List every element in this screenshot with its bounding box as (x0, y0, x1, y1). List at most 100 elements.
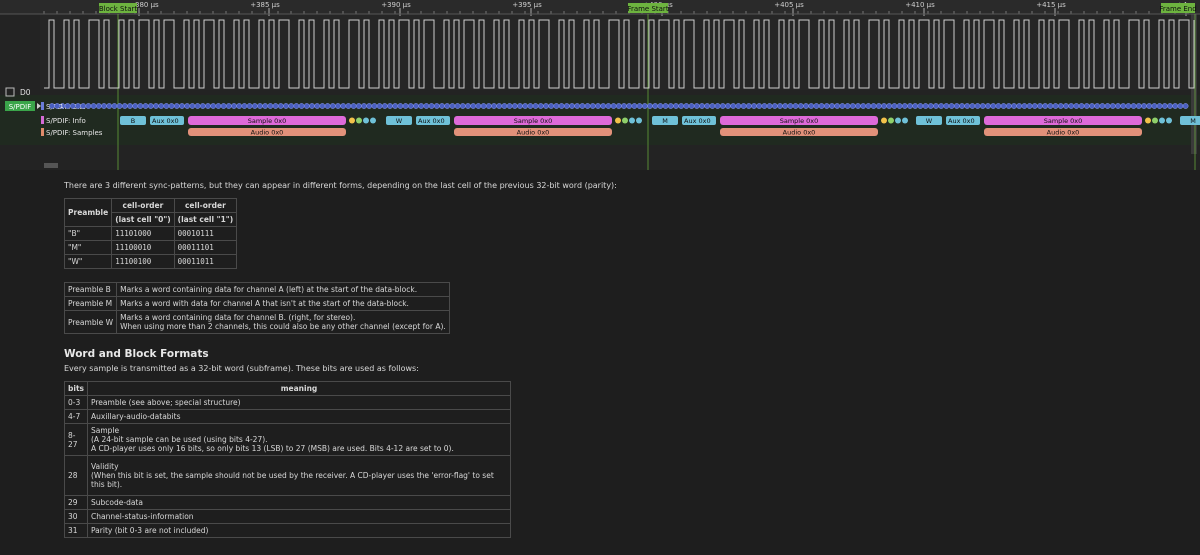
bit-cell (673, 103, 679, 109)
bit-cell (969, 103, 976, 109)
preamble-segment[interactable] (386, 116, 412, 125)
bit-cell (392, 103, 399, 109)
bit-cell (361, 103, 367, 109)
aux-segment[interactable] (682, 116, 716, 125)
bit-cell (543, 103, 549, 109)
bit-cell (725, 103, 731, 109)
audio-segment[interactable] (984, 128, 1142, 136)
bit-cell (220, 103, 227, 109)
bit-cell (600, 103, 607, 109)
bit-cell (1146, 103, 1153, 109)
bit-cell (439, 103, 445, 109)
bit-cell (199, 103, 206, 109)
bits-cell: 8-27 (64, 423, 88, 456)
sync-last0: 11101000 (111, 226, 175, 241)
bit-cell (272, 103, 279, 109)
sample-segment[interactable] (188, 116, 346, 125)
bit-cell (647, 103, 653, 109)
aux-segment[interactable] (946, 116, 980, 125)
bit-cell (1068, 103, 1075, 109)
sample-label: Sample 0x0 (248, 117, 287, 125)
bit-cell (1021, 103, 1028, 109)
bits-cell: 0-3 (64, 395, 88, 410)
sync-header-last0: (last cell "0") (111, 212, 175, 227)
flag-bit (629, 117, 635, 124)
preamble-description-table: Preamble B Marks a word containing data … (63, 282, 450, 334)
bit-cell (413, 103, 419, 109)
sample-segment[interactable] (984, 116, 1142, 125)
sync-header-preamble: Preamble (63, 198, 113, 227)
audio-label: Audio 0x0 (517, 129, 550, 137)
bit-cell (1037, 103, 1043, 109)
d0-signal-trace (44, 19, 1195, 89)
aux-segment[interactable] (150, 116, 184, 125)
preamble-segment[interactable] (652, 116, 678, 125)
table-row: 31 Parity (bit 0-3 are not included) (64, 523, 511, 538)
waveform-canvas[interactable]: 380 µs+385 µs+390 µs+395 µs+400 µs+405 µ… (0, 0, 1200, 170)
d0-checkbox[interactable] (5, 87, 15, 97)
marker-flag[interactable] (1161, 3, 1195, 13)
bit-cell (335, 103, 341, 109)
bit-cell (101, 103, 107, 109)
tick-label: +390 µs (381, 1, 411, 9)
bit-cell (1156, 103, 1163, 109)
preamble-segment[interactable] (120, 116, 146, 125)
bit-cell (979, 103, 986, 109)
bit-cell (657, 103, 664, 109)
meaning-header: meaning (87, 381, 511, 396)
table-row: 4-7 Auxillary-audio-databits (64, 409, 511, 424)
bit-cell (1083, 103, 1090, 109)
bit-cell (137, 103, 144, 109)
chevron-right-icon[interactable] (37, 103, 41, 109)
bit-cell (730, 103, 737, 109)
bits-cell: 4-7 (64, 409, 88, 424)
preamble-name: Preamble M (63, 296, 118, 311)
bit-cell (735, 103, 742, 109)
preamble-name: Preamble B (63, 282, 118, 297)
bit-cell (324, 103, 331, 109)
aux-segment[interactable] (416, 116, 450, 125)
meaning-cell: Preamble (see above; special structure) (87, 395, 511, 410)
bits-cell: 28 (64, 455, 88, 496)
marker-label: Frame End (1159, 5, 1196, 13)
preamble-segment[interactable] (916, 116, 942, 125)
marker-flag[interactable] (628, 3, 668, 13)
bit-cell (90, 103, 97, 109)
bit-cell (189, 103, 196, 109)
bit-cell (277, 103, 284, 109)
bit-cell (153, 103, 159, 109)
bit-cell (875, 103, 882, 109)
flag-bit (881, 117, 887, 124)
sample-segment[interactable] (720, 116, 878, 125)
flag-bit (636, 117, 642, 124)
row-color-swatch (41, 128, 44, 136)
preamble-desc-line1: Marks a word containing data for channel… (120, 313, 356, 322)
bit-cell (1026, 103, 1033, 109)
flag-bit (895, 117, 901, 124)
tick-label: +395 µs (512, 1, 542, 9)
preamble-label: W (396, 117, 403, 125)
bit-cell (485, 103, 492, 109)
bit-cell (615, 103, 622, 109)
bit-cell (1104, 103, 1111, 109)
audio-segment[interactable] (454, 128, 612, 136)
sync-pattern-table: Preamble cell-order cell-order (last cel… (63, 198, 238, 269)
bit-cell (782, 103, 789, 109)
horizontal-scrollbar[interactable] (44, 163, 58, 168)
bit-cell (314, 103, 321, 109)
marker-flag[interactable] (99, 3, 137, 13)
audio-segment[interactable] (188, 128, 346, 136)
spdif-decoder-badge[interactable] (5, 101, 35, 111)
bit-cell (787, 103, 794, 109)
bit-cell (132, 103, 139, 109)
bit-cell (1078, 103, 1085, 109)
bit-cell (371, 103, 378, 109)
waveform-viewer[interactable]: 380 µs+385 µs+390 µs+395 µs+400 µs+405 µ… (0, 0, 1200, 170)
preamble-segment[interactable] (1180, 116, 1200, 125)
bit-cell (751, 103, 757, 109)
decoder-row-label: S/PDIF: Info (46, 117, 86, 125)
audio-label: Audio 0x0 (783, 129, 816, 137)
timeline-ruler[interactable] (0, 0, 1200, 14)
sample-segment[interactable] (454, 116, 612, 125)
audio-segment[interactable] (720, 128, 878, 136)
